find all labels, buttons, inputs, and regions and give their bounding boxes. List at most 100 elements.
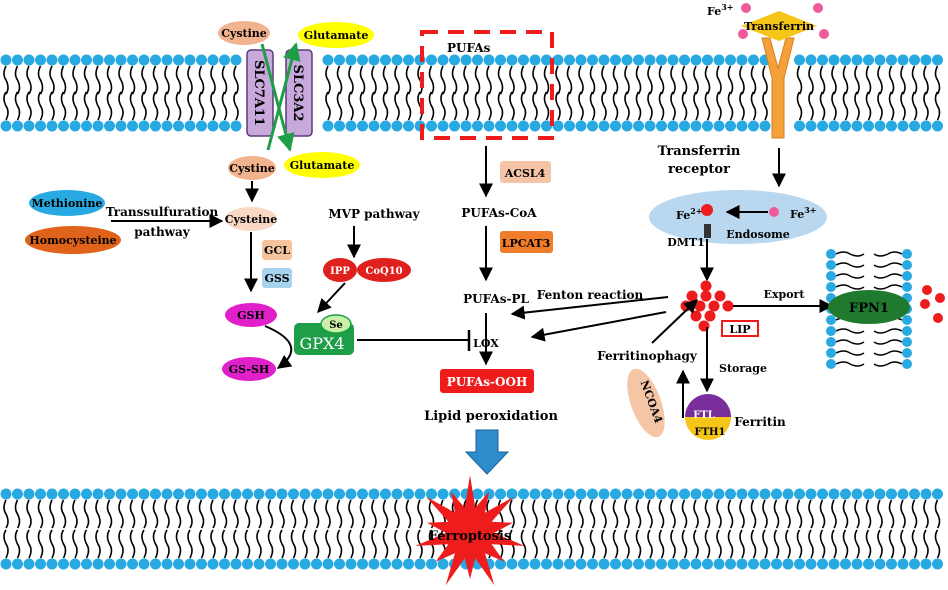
iron-dot [922, 285, 932, 295]
lipid-unit [23, 488, 35, 570]
fe-dot [813, 3, 823, 13]
lipid-unit [897, 54, 909, 132]
lipid-head [357, 488, 368, 500]
transferrin-receptor-label-2: receptor [668, 162, 730, 177]
slc-transporter: SLC7A11 SLC3A2 [246, 42, 313, 152]
lipid-head [104, 488, 115, 500]
lipid-head [196, 488, 207, 500]
lipid-unit [575, 54, 587, 132]
lipid-head [449, 54, 460, 66]
lipid-unit [587, 488, 598, 570]
lipid-head [817, 54, 828, 66]
lipid-head [403, 120, 414, 132]
lipid-head [12, 558, 23, 570]
lipid-unit [207, 488, 219, 570]
lipid-unit [345, 488, 357, 570]
ferritin-label: Ferritin [734, 415, 786, 429]
fpn1-label: FPN1 [849, 301, 889, 316]
lipid-head [437, 54, 449, 66]
export-label: Export [764, 288, 806, 301]
lipid-unit [826, 337, 912, 347]
lipid-head [610, 120, 621, 132]
lipid-head [920, 488, 932, 500]
lipid-head [196, 558, 207, 570]
lipid-head [552, 488, 564, 500]
lipid-head [391, 54, 403, 66]
ferritinophagy-label: Ferritinophagy [597, 349, 698, 363]
lipid-unit [828, 54, 840, 132]
lipid-head [414, 558, 426, 570]
lipid-head [81, 120, 92, 132]
glutamate-top-label: Glutamate [304, 29, 369, 42]
lipid-head [403, 54, 414, 66]
lipid-unit [12, 488, 23, 570]
lipid-head [368, 120, 380, 132]
lipid-head [345, 558, 357, 570]
lipid-unit [276, 488, 288, 570]
lipid-head [437, 558, 449, 570]
lipid-head [897, 488, 909, 500]
lipid-unit [518, 488, 529, 570]
homocysteine-node [25, 226, 121, 254]
lipid-head [874, 488, 886, 500]
lipid-unit [69, 488, 81, 570]
lipid-head [621, 488, 633, 500]
lipid-head [207, 558, 219, 570]
lipid-unit [138, 54, 150, 132]
homocysteine-label: Homocysteine [29, 234, 116, 247]
lipid-head [805, 558, 817, 570]
lipid-head [115, 120, 127, 132]
cysteine-label: Cysteine [225, 213, 278, 226]
gss-box [262, 268, 292, 288]
cell-membranes [0, 54, 943, 570]
lipid-head [58, 488, 69, 500]
lipid-head [138, 558, 150, 570]
lipid-head [426, 54, 437, 66]
ferritinophagy-arrow [651, 299, 699, 344]
lipid-unit [150, 488, 161, 570]
lipid-head [679, 488, 690, 500]
lipid-head [35, 120, 46, 132]
lipid-head [805, 54, 817, 66]
lipid-head [150, 120, 161, 132]
lipid-head [242, 558, 253, 570]
lipid-head [794, 558, 805, 570]
lipid-head [644, 54, 656, 66]
lipid-head [863, 120, 874, 132]
lipid-head [644, 120, 656, 132]
lipid-head [541, 54, 552, 66]
lipid-head [173, 54, 184, 66]
lipid-unit [196, 488, 207, 570]
lipid-head [495, 120, 506, 132]
lipid-unit [115, 54, 127, 132]
gssh-node [222, 357, 276, 381]
lipid-head [161, 120, 173, 132]
lipid-head [725, 488, 736, 500]
lipid-unit [380, 488, 391, 570]
lipid-head [552, 120, 564, 132]
lipid-unit [826, 359, 912, 369]
lipid-head [840, 120, 851, 132]
fe-dot [741, 3, 751, 13]
lipid-unit [219, 488, 230, 570]
lipid-head [472, 54, 483, 66]
lipid-head [621, 558, 633, 570]
lipid-unit [633, 488, 644, 570]
lipid-unit [230, 54, 242, 132]
lipid-head [460, 54, 472, 66]
ftl-label: FTL [693, 410, 715, 421]
lipid-head [265, 488, 276, 500]
lipid-unit [460, 54, 472, 132]
lipid-head [58, 558, 69, 570]
lipid-unit [920, 488, 932, 570]
lipid-head [69, 558, 81, 570]
lipid-head [828, 54, 840, 66]
lipid-head [863, 488, 874, 500]
lipid-unit [115, 488, 127, 570]
fe3-endo-label: Fe3+ [790, 205, 817, 221]
lipid-head [702, 558, 713, 570]
lipid-head [656, 120, 667, 132]
iron-dot [700, 290, 712, 302]
lipid-head [391, 488, 403, 500]
methionine-label: Methionine [32, 197, 103, 210]
